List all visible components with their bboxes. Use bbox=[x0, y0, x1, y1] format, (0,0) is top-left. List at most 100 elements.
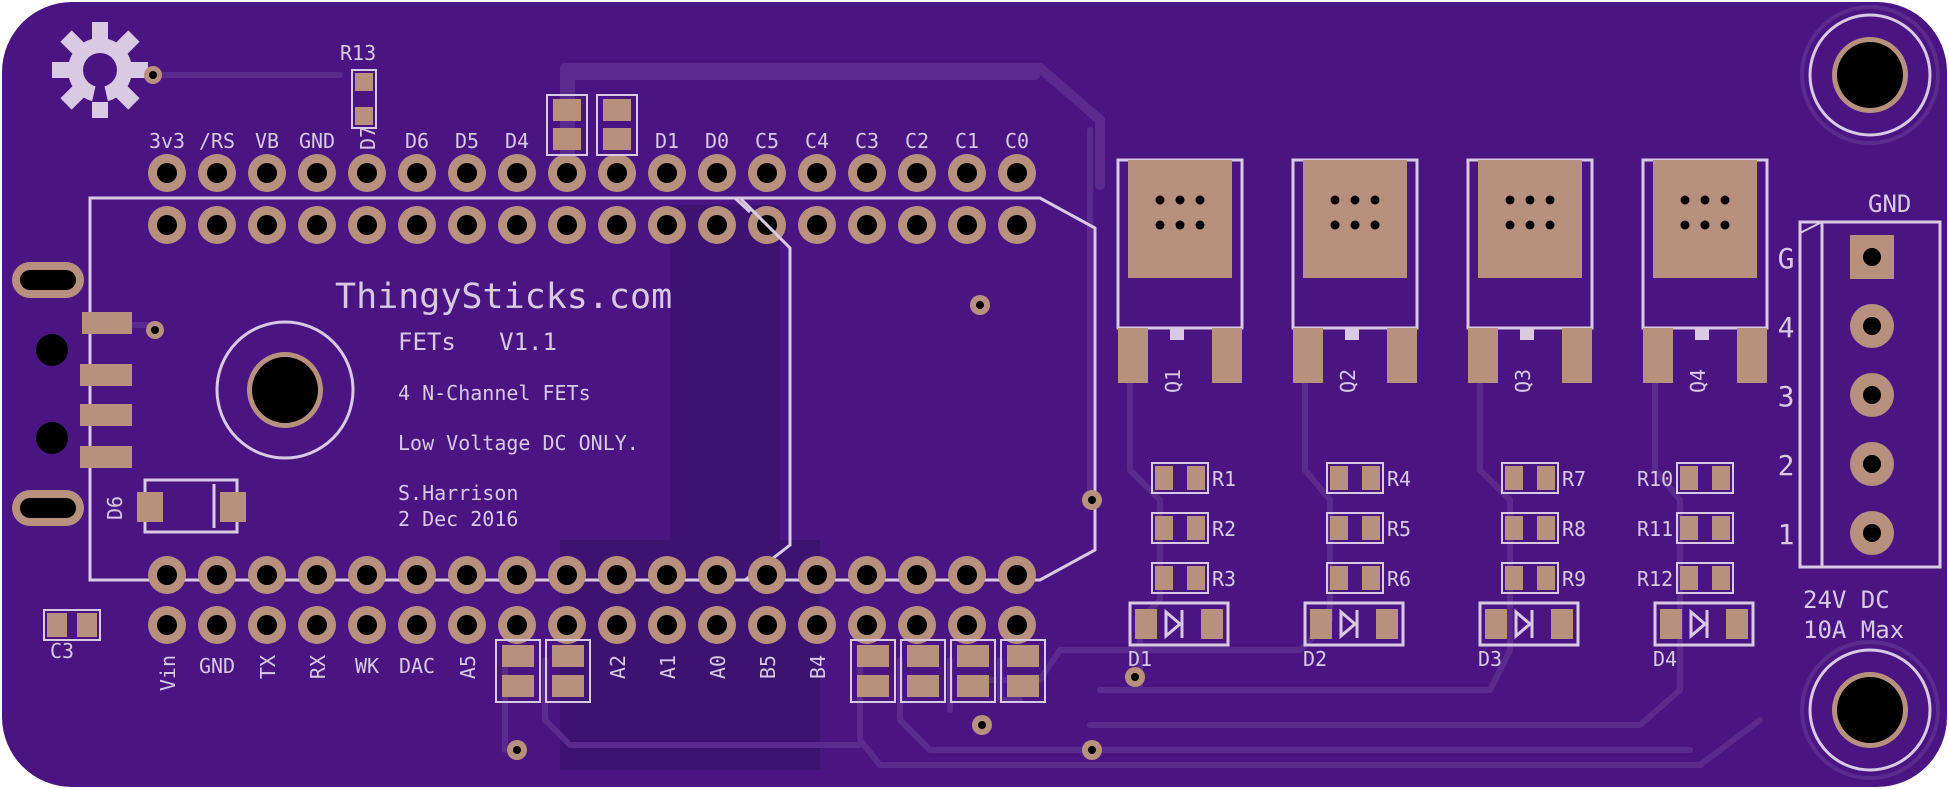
header-pin bbox=[848, 154, 886, 192]
header-pin bbox=[498, 154, 536, 192]
vias bbox=[507, 295, 1145, 760]
top-header-label: VB bbox=[255, 129, 279, 153]
bottom-header-label: A5 bbox=[456, 655, 480, 679]
module-outline bbox=[88, 196, 1097, 582]
top-header-label: D1 bbox=[655, 129, 679, 153]
terminal-pin bbox=[1850, 442, 1894, 486]
header-pin bbox=[198, 206, 236, 244]
header-pin bbox=[448, 606, 486, 644]
top-header-label: D6 bbox=[405, 129, 429, 153]
diode-label: D3 bbox=[1478, 647, 1502, 671]
resistor-label: R5 bbox=[1387, 517, 1411, 541]
top-header-label: D7 bbox=[356, 126, 380, 150]
resistor bbox=[1151, 512, 1209, 544]
terminal-pin bbox=[1850, 373, 1894, 417]
header-pin bbox=[498, 606, 536, 644]
header-pin bbox=[548, 606, 586, 644]
terminal-pin-label: 3 bbox=[1778, 380, 1795, 413]
resistor-label: R1 bbox=[1212, 467, 1236, 491]
header-pin bbox=[398, 154, 436, 192]
header-pin bbox=[798, 556, 836, 594]
resistor-label: R11 bbox=[1637, 517, 1673, 541]
resistor bbox=[1151, 562, 1209, 594]
smd-capacitor bbox=[495, 639, 541, 703]
top-header-label: C0 bbox=[1005, 129, 1029, 153]
header-pin bbox=[548, 206, 586, 244]
top-header-label: C1 bbox=[955, 129, 979, 153]
header-pin bbox=[298, 154, 336, 192]
header-pin bbox=[648, 154, 686, 192]
resistor-label: R12 bbox=[1637, 567, 1673, 591]
header-pin bbox=[598, 606, 636, 644]
board-title: FETs V1.1 bbox=[398, 328, 557, 356]
header-pin bbox=[848, 206, 886, 244]
header-pin bbox=[348, 154, 386, 192]
c3-label: C3 bbox=[50, 639, 74, 663]
bottom-header-label: A2 bbox=[606, 655, 630, 679]
header-pin bbox=[648, 206, 686, 244]
header-pin bbox=[248, 556, 286, 594]
terminal-rating-voltage: 24V DC bbox=[1803, 586, 1890, 614]
r13-label: R13 bbox=[340, 41, 376, 65]
terminal-pin-label: G bbox=[1778, 242, 1795, 275]
header-pin bbox=[298, 606, 336, 644]
header-pin bbox=[248, 606, 286, 644]
header-pin bbox=[398, 206, 436, 244]
bottom-header-label: B4 bbox=[806, 655, 830, 679]
top-header-label: C3 bbox=[855, 129, 879, 153]
terminal-block bbox=[1798, 220, 1942, 569]
header-pin bbox=[148, 606, 186, 644]
header-pin bbox=[148, 556, 186, 594]
header-pin bbox=[648, 556, 686, 594]
terminal-pin bbox=[1850, 511, 1894, 555]
smd-capacitor bbox=[1000, 639, 1046, 703]
bottom-header-label: A0 bbox=[706, 655, 730, 679]
header-pin bbox=[848, 606, 886, 644]
header-pin bbox=[748, 154, 786, 192]
diode-d6 bbox=[137, 478, 246, 534]
terminal-pin bbox=[1850, 304, 1894, 348]
header-pin bbox=[798, 206, 836, 244]
header-pin bbox=[698, 154, 736, 192]
header-pin bbox=[998, 606, 1036, 644]
header-pin bbox=[598, 154, 636, 192]
header-pin bbox=[248, 154, 286, 192]
top-header-label: D0 bbox=[705, 129, 729, 153]
top-header-label: C5 bbox=[755, 129, 779, 153]
smd-pad-group-top bbox=[546, 94, 638, 156]
led-diode bbox=[1478, 601, 1580, 647]
mounting-hole-top-right bbox=[1800, 5, 1940, 145]
resistor-label: R6 bbox=[1387, 567, 1411, 591]
header-pin bbox=[948, 556, 986, 594]
resistor-r13 bbox=[351, 69, 377, 129]
d6-label: D6 bbox=[103, 496, 127, 520]
header-pin bbox=[898, 606, 936, 644]
header-pin bbox=[598, 556, 636, 594]
board-desc-fets: 4 N-Channel FETs bbox=[398, 381, 591, 405]
top-header-label: 3v3 bbox=[149, 129, 185, 153]
resistor bbox=[1326, 462, 1384, 494]
header-pin bbox=[898, 154, 936, 192]
top-header-label: D5 bbox=[455, 129, 479, 153]
led-diode bbox=[1128, 601, 1230, 647]
smd-capacitor bbox=[545, 639, 591, 703]
bottom-header-label: DAC bbox=[399, 654, 435, 678]
fet-label: Q4 bbox=[1686, 369, 1710, 393]
resistor-label: R3 bbox=[1212, 567, 1236, 591]
module-notch bbox=[733, 196, 752, 214]
resistor-label: R2 bbox=[1212, 517, 1236, 541]
top-header-label: C4 bbox=[805, 129, 829, 153]
header-pin bbox=[798, 154, 836, 192]
top-header-label: D4 bbox=[505, 129, 529, 153]
resistor-label: R10 bbox=[1637, 467, 1673, 491]
header-pin bbox=[548, 154, 586, 192]
top-header-label: /RS bbox=[199, 129, 235, 153]
ground-zone bbox=[670, 205, 780, 565]
resistor bbox=[1676, 462, 1734, 494]
header-pin bbox=[148, 154, 186, 192]
top-inner-header-pins bbox=[148, 206, 1036, 244]
top-header-label: GND bbox=[299, 129, 335, 153]
